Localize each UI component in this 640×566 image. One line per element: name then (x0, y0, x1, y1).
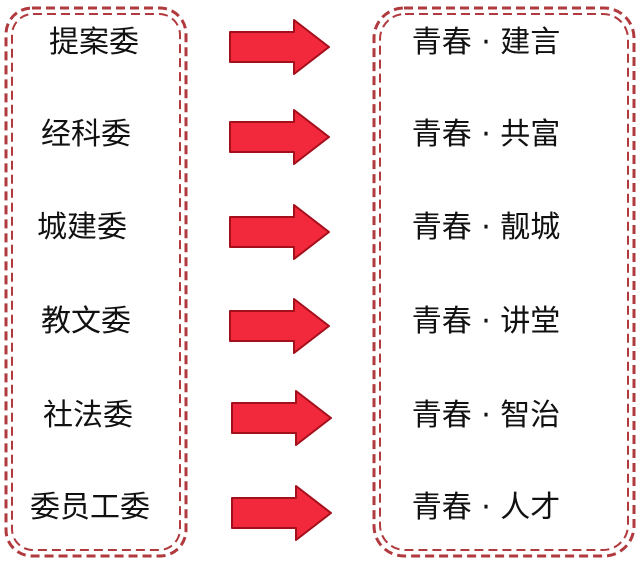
committee-panel (4, 6, 188, 558)
committee-label: 教文委 (41, 304, 131, 339)
theme-panel-border (372, 6, 636, 558)
theme-label: 青春 · 讲堂 (411, 304, 561, 339)
right-arrow-icon (229, 204, 330, 260)
right-arrow-icon (229, 109, 330, 165)
theme-label: 青春 · 建言 (411, 25, 561, 60)
theme-label: 青春 · 共富 (411, 117, 561, 152)
committee-label: 社法委 (43, 398, 133, 433)
right-arrow-icon (231, 485, 332, 541)
committee-panel-border (4, 6, 188, 558)
theme-label: 青春 · 人才 (411, 490, 561, 525)
committee-label: 城建委 (37, 210, 127, 245)
committee-label: 委员工委 (30, 490, 150, 525)
committee-label: 经科委 (41, 117, 131, 152)
right-arrow-icon (229, 19, 330, 75)
theme-label: 青春 · 智治 (411, 398, 561, 433)
theme-label: 青春 · 靓城 (411, 210, 561, 245)
committee-label: 提案委 (49, 25, 139, 60)
theme-panel (372, 6, 636, 558)
right-arrow-icon (231, 390, 332, 446)
right-arrow-icon (229, 298, 330, 354)
